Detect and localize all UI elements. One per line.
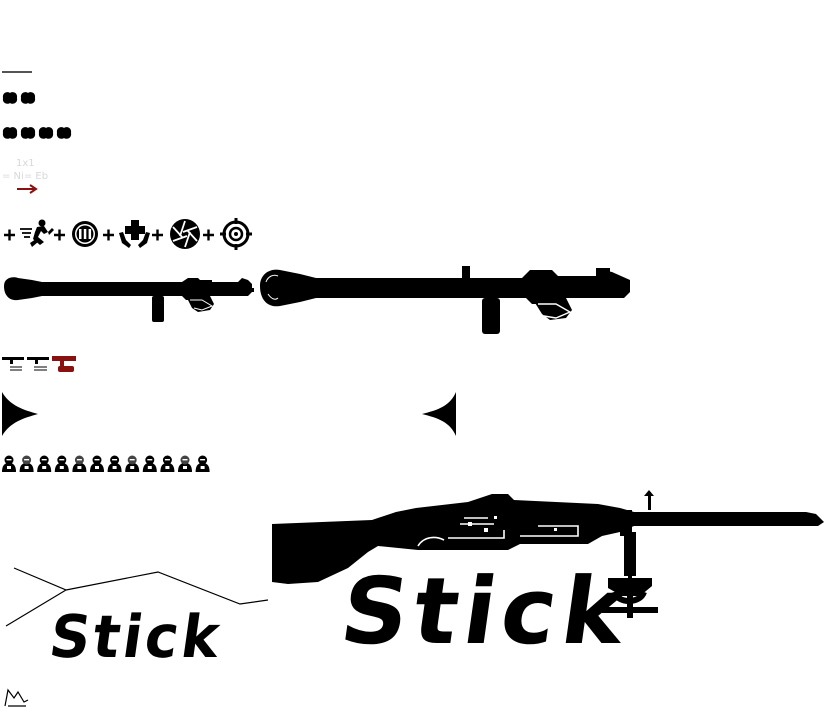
launcher-mini-icon-red xyxy=(52,356,76,372)
character-portrait-icon xyxy=(72,455,87,472)
caption-bottom: = Ni= Eb xyxy=(2,171,49,182)
arrow-right-icon xyxy=(17,184,38,194)
character-portrait-icon xyxy=(37,455,52,472)
character-portrait-row xyxy=(2,455,210,472)
blob-icon xyxy=(20,92,36,104)
character-portrait-icon xyxy=(54,455,69,472)
caption-top: 1x1 xyxy=(16,158,35,169)
running-man-icon xyxy=(20,219,54,247)
character-portrait-icon xyxy=(2,455,16,472)
blob-row-small xyxy=(2,92,36,104)
character-portrait-icon xyxy=(142,455,157,472)
thin-bar xyxy=(2,71,32,73)
blob-icon xyxy=(2,92,18,104)
rifle-large xyxy=(272,490,824,618)
stick-label-small: Stick xyxy=(45,603,227,672)
blob-row-large xyxy=(2,127,72,139)
ammo-icon xyxy=(72,221,98,247)
perk-icon-row xyxy=(4,218,252,250)
character-portrait-icon xyxy=(125,455,140,472)
blob-icon xyxy=(20,127,36,139)
plus-icon xyxy=(152,229,163,241)
health-cross-icon xyxy=(119,220,150,248)
character-portrait-icon xyxy=(90,455,104,472)
aperture-icon xyxy=(170,219,200,249)
crosshair-icon xyxy=(220,218,252,250)
wedge-left-icon xyxy=(422,392,456,436)
launcher-mini-icon xyxy=(27,357,49,371)
character-portrait-icon xyxy=(178,455,192,472)
character-portrait-icon xyxy=(195,455,210,472)
blob-icon xyxy=(56,127,72,139)
character-portrait-icon xyxy=(19,455,34,472)
rocket-launcher-small xyxy=(4,277,254,322)
stick-outline xyxy=(5,567,269,627)
plus-icon xyxy=(103,229,114,241)
scribble-icon xyxy=(4,688,29,707)
plus-icon xyxy=(4,229,15,241)
stick-label-large: Stick xyxy=(334,558,638,665)
character-portrait-icon xyxy=(160,455,175,472)
rocket-launcher-large xyxy=(260,266,630,334)
character-portrait-icon xyxy=(107,455,122,472)
plus-icon xyxy=(203,229,214,241)
plus-icon xyxy=(54,229,65,241)
launcher-mini-row xyxy=(2,356,76,372)
launcher-mini-icon xyxy=(2,357,24,371)
wedge-right-icon xyxy=(2,392,38,436)
blob-icon xyxy=(2,127,18,139)
blob-icon xyxy=(38,127,54,139)
